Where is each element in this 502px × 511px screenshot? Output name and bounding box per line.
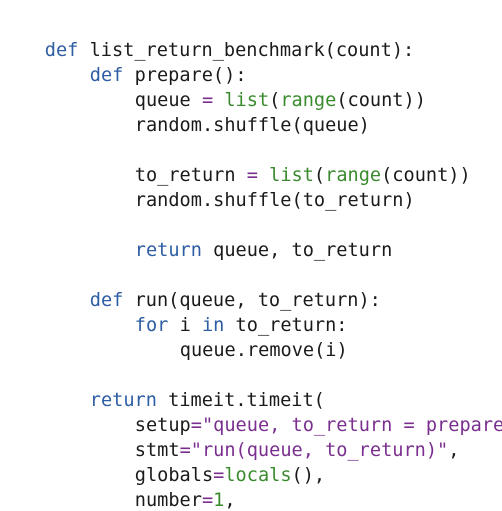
code-text: stmt [134,440,180,461]
assign-operator: = [246,165,258,186]
string-literal: "run(queue, to_return)" [190,440,449,461]
code-text: i [168,315,202,336]
code-line-15: return timeit.timeit( [45,363,325,411]
code-line-6: to_return = list(range(count)) [90,138,471,186]
function-signature: list_return_benchmark(count): [78,40,415,61]
code-line-19: number=1, [90,463,236,511]
code-line-partial [14,0,59,13]
code-text: timeit.timeit( [156,390,325,411]
code-text: globals [134,465,214,486]
code-text: ( [313,165,326,186]
code-text: queue.remove(i) [179,340,348,361]
builtin-locals: locals [224,465,292,486]
code-line-17: stmt="run(queue, to_return)", [90,413,460,461]
code-text: random.shuffle(queue) [134,115,370,136]
assign-operator: = [179,440,191,461]
assign-operator: = [190,415,202,436]
builtin-range: range [325,165,382,186]
code-text: setup [134,415,191,436]
code-text: to_return: [224,315,348,336]
function-signature: run(queue, to_return): [123,290,381,311]
number-literal: 1 [213,490,225,511]
code-line-9: return queue, to_return [90,213,392,261]
code-line-18: globals=locals(), [90,438,325,486]
builtin-list: list [224,90,270,111]
code-line-7: random.shuffle(to_return) [90,163,415,211]
code-line-1: def list_return_benchmark(count): [0,13,414,61]
code-line-12: for i in to_return: [90,288,348,336]
code-text: , [448,440,460,461]
keyword-return: return [134,240,202,261]
code-text: (count)) [336,90,426,111]
keyword-def: def [89,65,124,86]
assign-operator: = [201,90,214,111]
keyword-in: in [201,315,225,336]
code-text: queue, to_return [201,240,393,261]
code-text: (count)) [381,165,471,186]
code-line-20: ) [45,488,101,511]
code-line-11: def run(queue, to_return): [45,263,381,311]
code-text: (), [291,465,326,486]
code-text: ( [269,90,281,111]
keyword-def: def [89,290,124,311]
builtin-range: range [280,90,337,111]
assign-operator: = [213,465,225,486]
code-text: to_return [134,165,247,186]
code-text: , [224,490,236,511]
keyword-return: return [89,390,157,411]
code-line-13: queue.remove(i) [135,313,348,361]
code-line-16: setup="queue, to_return = prepare()", [90,388,502,436]
code-text: random.shuffle(to_return) [134,190,415,211]
string-literal: "queue, to_return = prepare()" [201,415,502,436]
keyword-for: for [134,315,169,336]
builtin-list: list [269,165,314,186]
code-text: queue [134,90,202,111]
function-signature: prepare(): [123,65,247,86]
code-text: number [134,490,202,511]
assign-operator: = [201,490,214,511]
code-line-3: queue = list(range(count)) [90,63,426,111]
code-line-4: random.shuffle(queue) [90,88,370,136]
code-line-2: def prepare(): [45,38,247,86]
keyword-def: def [44,40,79,61]
